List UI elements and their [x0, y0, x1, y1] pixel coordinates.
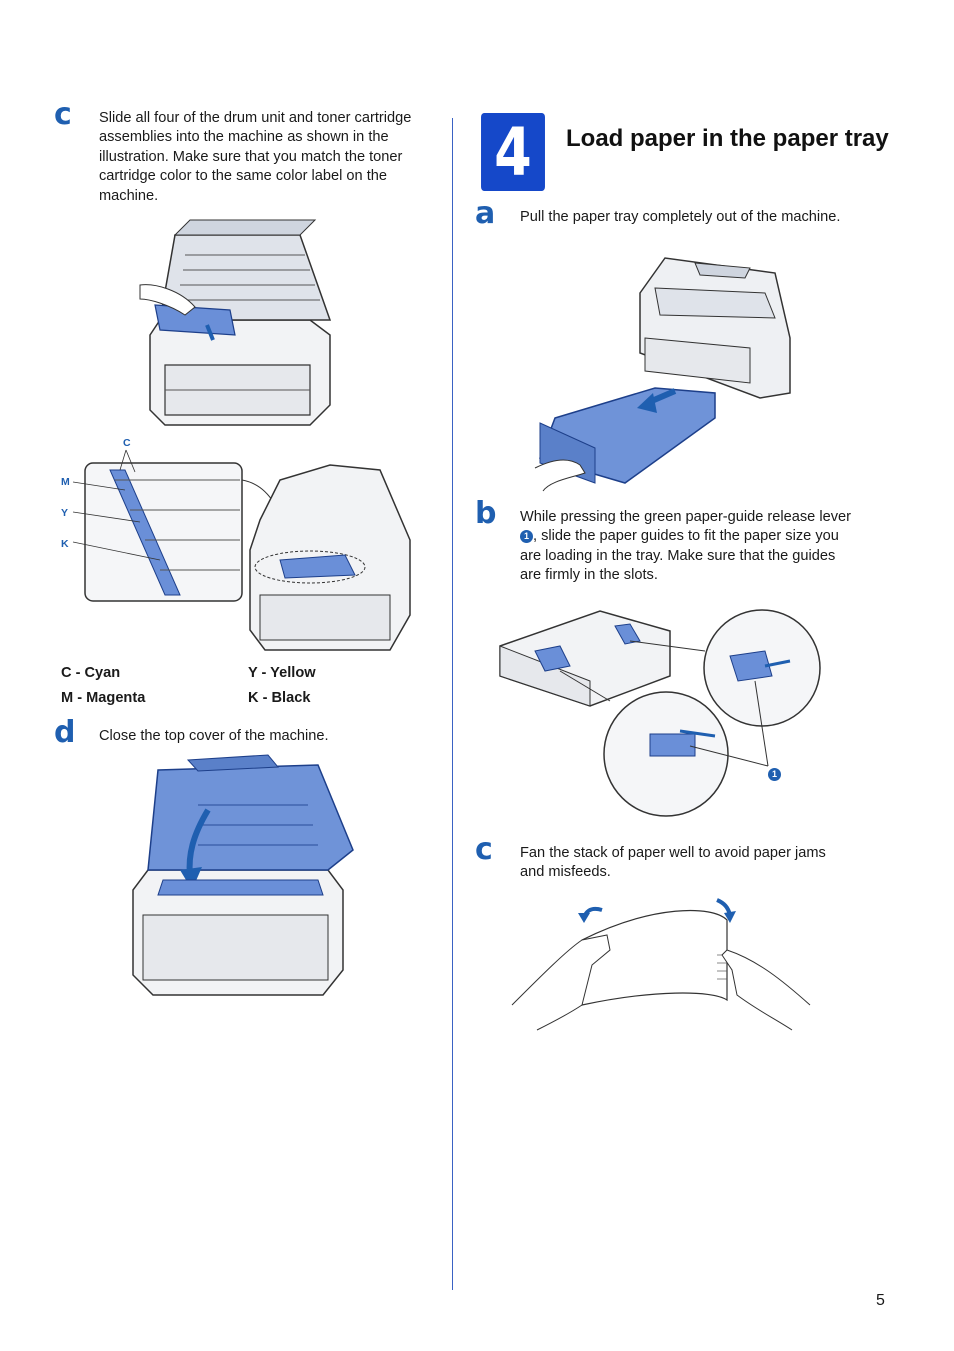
pull-tray-illustration — [534, 257, 791, 492]
callout-m: M — [61, 476, 70, 488]
fan-paper-illustration — [511, 898, 811, 1031]
column-divider — [452, 118, 453, 1290]
step-letter-d: d — [54, 715, 76, 750]
legend-magenta: M - Magenta — [61, 690, 146, 706]
page-number: 5 — [876, 1292, 885, 1309]
callout-k: K — [61, 538, 69, 550]
legend-black: K - Black — [248, 690, 311, 706]
step-d-instruction: Close the top cover of the machine. — [99, 728, 329, 744]
step-letter-a: a — [475, 196, 496, 231]
step-letter-c-right: c — [475, 832, 493, 867]
legend-yellow: Y - Yellow — [248, 665, 316, 681]
legend-cyan: C - Cyan — [61, 665, 121, 681]
callout-badge-1: 1 — [520, 530, 533, 544]
callout-y: Y — [61, 507, 69, 519]
step-b-instruction: While pressing the green paper-guide rel… — [520, 508, 854, 586]
paper-guides-illustration — [499, 609, 821, 817]
color-label-detail-illustration — [72, 449, 411, 651]
section-title: Load paper in the paper tray — [566, 125, 889, 152]
callout-1-illustration: 1 — [768, 768, 781, 781]
close-cover-illustration — [132, 754, 354, 996]
step-b-text-after: , slide the paper guides to fit the pape… — [520, 528, 839, 584]
step-number-box: 4 — [481, 113, 545, 191]
drum-insert-illustration — [139, 219, 332, 426]
step-a-instruction: Pull the paper tray completely out of th… — [520, 209, 841, 225]
step-letter-c-left: c — [54, 97, 72, 132]
callout-c: C — [123, 437, 131, 449]
step-c-instruction: Slide all four of the drum unit and tone… — [99, 110, 412, 204]
step-letter-b: b — [475, 496, 497, 531]
step-c-right-instruction: Fan the stack of paper well to avoid pap… — [520, 845, 826, 881]
step-b-text-before: While pressing the green paper-guide rel… — [520, 509, 851, 525]
